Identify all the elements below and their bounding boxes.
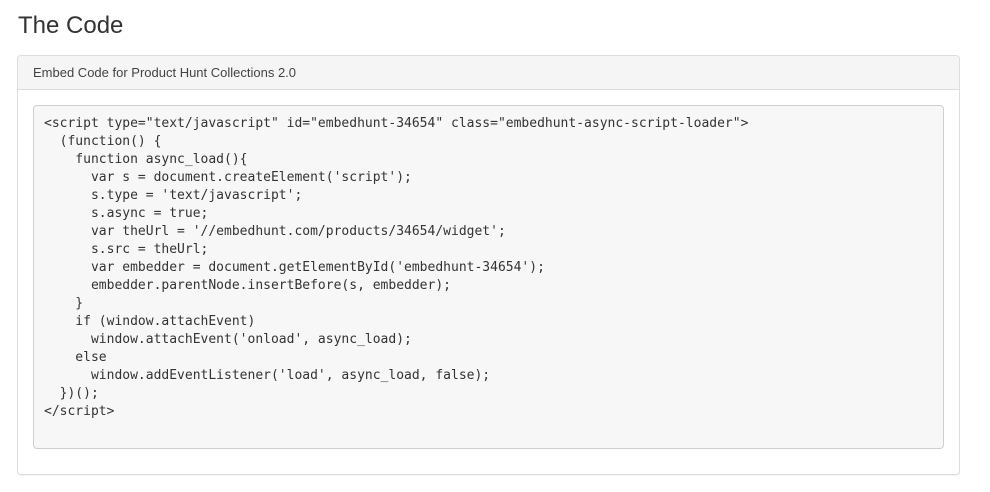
- embed-code-panel: Embed Code for Product Hunt Collections …: [17, 55, 960, 475]
- page: The Code Embed Code for Product Hunt Col…: [17, 12, 960, 475]
- embed-code-block: <script type="text/javascript" id="embed…: [33, 105, 944, 449]
- embed-code-panel-heading: Embed Code for Product Hunt Collections …: [18, 56, 959, 90]
- page-title: The Code: [18, 12, 124, 39]
- embed-code: <script type="text/javascript" id="embed…: [44, 116, 749, 419]
- embed-code-panel-body: <script type="text/javascript" id="embed…: [18, 90, 959, 474]
